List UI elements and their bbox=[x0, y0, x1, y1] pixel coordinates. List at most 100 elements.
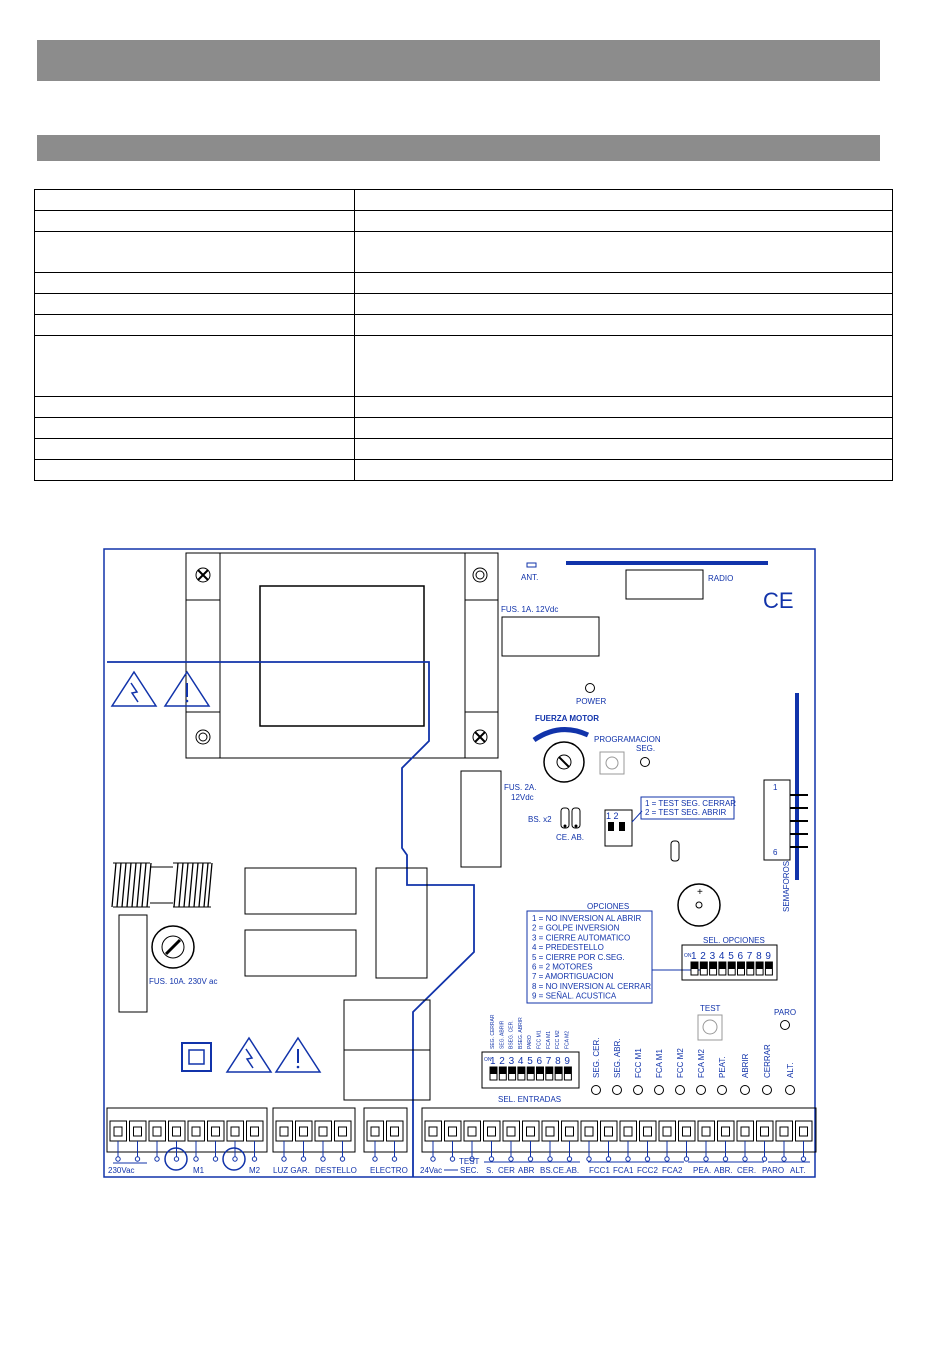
term-pea: PEA. bbox=[693, 1166, 711, 1175]
terminal-slot bbox=[721, 1126, 730, 1137]
opcion-dip-knob bbox=[756, 962, 764, 969]
terminal-pin bbox=[300, 1156, 307, 1162]
opcion-dip-number: 4 bbox=[719, 951, 725, 962]
terminal-pin bbox=[193, 1156, 199, 1162]
opcion-dip-knob bbox=[691, 962, 698, 969]
ant-connector bbox=[526, 562, 537, 568]
terminal-slot bbox=[506, 1126, 516, 1137]
entrada-dip-number: 6 bbox=[537, 1056, 543, 1067]
term-destello: DESTELLO bbox=[315, 1166, 357, 1175]
bs-label: BS. x2 bbox=[528, 815, 552, 824]
terminal-slot bbox=[448, 1126, 457, 1137]
terminal-pin bbox=[449, 1156, 456, 1162]
terminal-pin bbox=[212, 1156, 219, 1162]
terminal-screw bbox=[314, 1120, 332, 1142]
entrada-small-label: FCC M2 bbox=[555, 1030, 561, 1049]
terminal-screw bbox=[736, 1120, 754, 1142]
header-bar bbox=[37, 40, 880, 81]
term-s: S. bbox=[486, 1166, 494, 1175]
terminal-slot bbox=[467, 1126, 477, 1137]
led-label: ALT. bbox=[786, 1063, 795, 1078]
terminal-screw bbox=[541, 1120, 559, 1142]
terminal-pin bbox=[566, 1156, 573, 1162]
terminal-screw bbox=[386, 1120, 404, 1142]
bs-jumper-1 bbox=[560, 807, 570, 829]
input-led bbox=[785, 1085, 795, 1095]
input-led bbox=[675, 1085, 685, 1095]
fuerza-motor-label: FUERZA MOTOR bbox=[535, 714, 599, 723]
entrada-dip-knob bbox=[508, 1067, 516, 1074]
fuerza-motor-pot bbox=[543, 741, 585, 783]
terminal-slot bbox=[584, 1126, 594, 1137]
term-bsceab: BS.CE.AB. bbox=[540, 1166, 579, 1175]
terminal-slot bbox=[299, 1126, 308, 1137]
term-230vac: 230Vac bbox=[108, 1166, 135, 1175]
seg-led bbox=[640, 757, 650, 767]
entrada-dip-knob bbox=[545, 1067, 553, 1074]
terminal-screw bbox=[502, 1120, 520, 1142]
entrada-dip-number: 4 bbox=[518, 1056, 524, 1067]
dip12-label: 1 2 bbox=[606, 811, 619, 821]
opcion-dip-knob bbox=[728, 962, 736, 969]
terminal-pin bbox=[488, 1156, 495, 1162]
term-cer2: CER. bbox=[737, 1166, 756, 1175]
opcion-dip-knob bbox=[746, 962, 754, 969]
terminal-screw bbox=[226, 1120, 244, 1142]
terminal-pin bbox=[251, 1156, 258, 1162]
terminal-slot bbox=[113, 1126, 123, 1137]
sel-opciones-dip bbox=[681, 944, 778, 981]
terminal-pin bbox=[232, 1156, 238, 1162]
opcion-dip-knob bbox=[737, 962, 745, 969]
terminal-slot bbox=[370, 1126, 380, 1137]
terminal-pin bbox=[781, 1156, 787, 1162]
terminal-slot bbox=[760, 1126, 769, 1137]
entrada-dip-knob bbox=[517, 1067, 525, 1074]
entrada-small-label: BSEG. ABRIR bbox=[518, 1017, 524, 1049]
entrada-dip-knob bbox=[536, 1067, 544, 1074]
terminal-screw bbox=[717, 1120, 735, 1142]
terminal-slot bbox=[779, 1126, 789, 1137]
terminal-screw bbox=[795, 1120, 813, 1142]
term-fcc1: FCC1 bbox=[589, 1166, 610, 1175]
terminal-slot bbox=[643, 1126, 652, 1137]
svg-text:+: + bbox=[697, 887, 703, 898]
terminal-screw bbox=[775, 1120, 793, 1142]
ant-label: ANT. bbox=[521, 573, 538, 582]
fuse-2a bbox=[460, 770, 502, 868]
terminal-slot bbox=[250, 1126, 259, 1137]
opcion-item: 3 = CIERRE AUTOMATICO bbox=[532, 933, 630, 942]
terminal-labels: 230Vac M1 M2 LUZ GAR. DESTELLO ELECTRO 2… bbox=[108, 1157, 805, 1175]
terminal-slot bbox=[428, 1126, 438, 1137]
terminal-screw bbox=[483, 1120, 501, 1142]
terminal-screw bbox=[463, 1120, 481, 1142]
terminal-slot bbox=[152, 1126, 162, 1137]
entrada-small-label: SEG. CERRAR bbox=[490, 1014, 496, 1049]
terminal-slot bbox=[172, 1126, 181, 1137]
terminal-screw bbox=[600, 1120, 618, 1142]
terminal-slot bbox=[545, 1126, 555, 1137]
isolation-line bbox=[107, 661, 475, 1177]
terminal-pin bbox=[703, 1156, 709, 1162]
relay-5 bbox=[343, 1049, 431, 1101]
entrada-dip-knob bbox=[564, 1067, 572, 1074]
terminal-pin bbox=[469, 1156, 475, 1162]
opcion-dip-number: 9 bbox=[765, 951, 771, 962]
entrada-small-label: BSEG. CER. bbox=[509, 1020, 515, 1049]
term-luz-gar: LUZ GAR. bbox=[273, 1166, 310, 1175]
terminal-block bbox=[106, 1107, 268, 1153]
caution-warning-icon-2 bbox=[274, 1036, 322, 1073]
fuse-10a-holder bbox=[118, 914, 148, 1013]
terminal-screw bbox=[424, 1120, 442, 1142]
test-seg-dip bbox=[604, 809, 633, 847]
led-label: FCC M2 bbox=[676, 1048, 685, 1078]
test-label: TEST bbox=[700, 1004, 721, 1013]
terminal-pin bbox=[339, 1156, 346, 1162]
opcion-item: 7 = AMORTIGUACION bbox=[532, 972, 614, 981]
entrada-dip-knob bbox=[527, 1067, 535, 1074]
terminal-pin bbox=[547, 1156, 553, 1162]
test-seg-2: 2 = TEST SEG. ABRIR bbox=[645, 808, 727, 817]
led-label: FCA M2 bbox=[697, 1049, 706, 1078]
terminal-pin bbox=[625, 1156, 631, 1162]
